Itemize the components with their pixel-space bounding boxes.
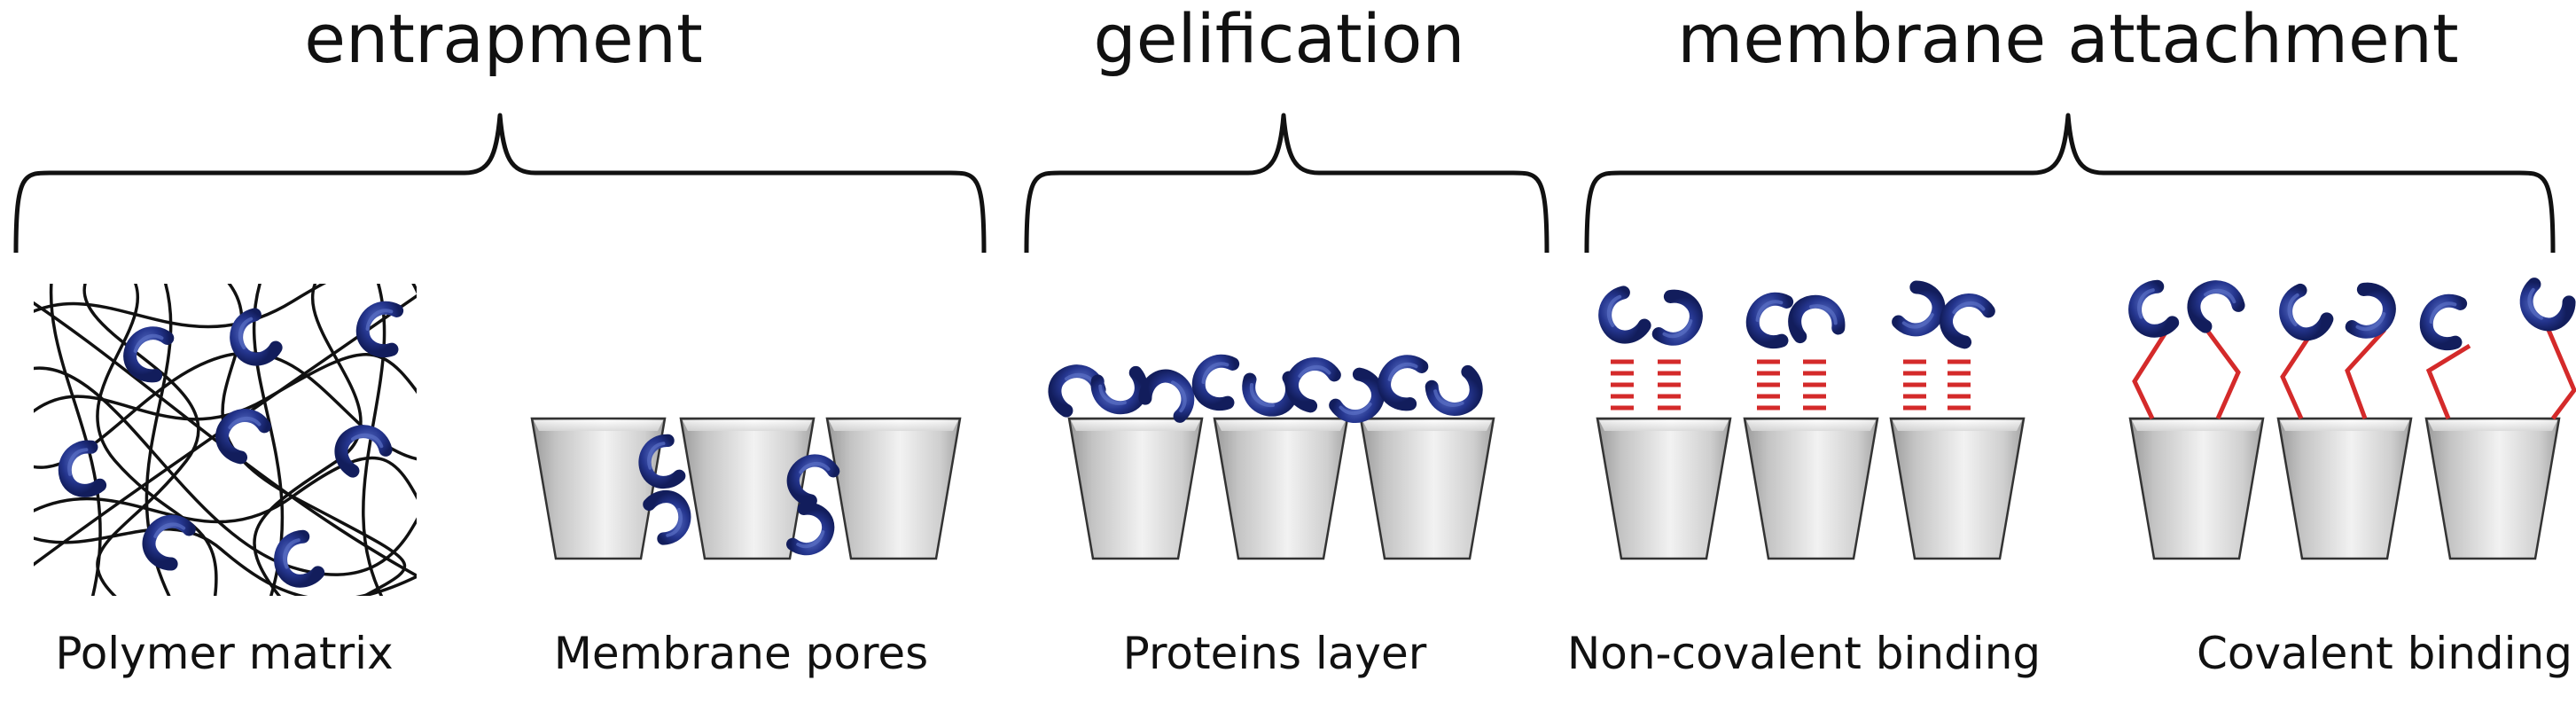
covalent-linker	[2132, 328, 2170, 420]
membrane-block	[1359, 417, 1495, 560]
covalent-linker	[2543, 323, 2576, 420]
polymer-fiber	[96, 284, 218, 596]
non-covalent-linker	[1948, 359, 1971, 411]
protein	[230, 308, 283, 366]
protein	[1090, 365, 1148, 415]
protein	[1378, 355, 1429, 411]
protein	[1788, 294, 1846, 344]
membrane-block	[2276, 417, 2413, 560]
membrane-block	[679, 417, 816, 560]
polymer-fiber	[34, 301, 417, 578]
protein	[1285, 356, 1341, 413]
protein	[2419, 293, 2468, 350]
protein	[142, 514, 196, 571]
polymer-fiber	[34, 528, 417, 596]
polymer-fiber	[49, 284, 102, 596]
membrane-block	[2128, 417, 2265, 560]
protein	[1329, 367, 1385, 424]
brace-entrapment	[13, 113, 987, 254]
protein	[2519, 278, 2576, 332]
protein	[1892, 280, 1946, 337]
protein	[786, 502, 835, 556]
protein	[2279, 283, 2334, 341]
covalent-linker	[2425, 343, 2471, 419]
caption-proteins-layer: Proteins layer	[1122, 628, 1427, 679]
membrane-block	[2424, 417, 2561, 560]
protein	[215, 408, 271, 465]
non-covalent-linker	[1757, 359, 1780, 411]
polymer-fiber	[34, 366, 417, 576]
caption-membrane-pores: Membrane pores	[553, 628, 929, 679]
caption-polymer-matrix: Polymer matrix	[55, 628, 394, 679]
non-covalent-linker	[1803, 359, 1826, 411]
protein	[786, 454, 840, 507]
membrane-blocks	[530, 417, 2561, 560]
protein	[1598, 286, 1651, 344]
heading-gelification: gelification	[1093, 0, 1465, 78]
polymer-fiber	[34, 284, 417, 329]
protein	[2187, 280, 2245, 333]
protein	[1191, 354, 1240, 411]
linkers	[1611, 323, 2576, 420]
covalent-linker	[2203, 326, 2241, 420]
non-covalent-linker	[1611, 359, 1634, 411]
heading-entrapment: entrapment	[304, 0, 703, 78]
brace-gelification	[1024, 113, 1550, 254]
polymer-fiber	[34, 456, 417, 524]
membrane-block	[530, 417, 667, 560]
polymer-fiber	[82, 284, 200, 596]
group-braces	[13, 113, 2556, 254]
heading-membrane-attachment: membrane attachment	[1677, 0, 2459, 78]
protein	[643, 489, 691, 545]
non-covalent-linker	[1658, 359, 1681, 411]
protein	[1651, 289, 1703, 346]
non-covalent-linker	[1903, 359, 1926, 411]
protein	[355, 301, 404, 357]
covalent-linker	[2345, 328, 2386, 419]
protein	[2345, 282, 2396, 339]
protein	[1138, 369, 1195, 423]
membrane-block	[825, 417, 962, 560]
protein	[334, 425, 393, 478]
protein	[2128, 279, 2180, 338]
caption-non-covalent-binding: Non-covalent binding	[1566, 628, 2041, 679]
protein	[274, 529, 325, 588]
membrane-block	[1596, 417, 1732, 560]
protein	[638, 434, 686, 489]
protein	[58, 440, 107, 497]
proteins	[58, 278, 2576, 588]
caption-covalent-binding: Covalent binding	[2197, 628, 2572, 679]
membrane-block	[1889, 417, 2026, 560]
protein	[1745, 292, 1794, 348]
protein	[1940, 293, 1995, 349]
protein	[123, 326, 175, 383]
covalent-linker	[2280, 328, 2316, 420]
membrane-block	[1743, 417, 1879, 560]
membrane-block	[1067, 417, 1204, 560]
membrane-block	[1213, 417, 1349, 560]
brace-membrane-attachment	[1584, 113, 2556, 254]
protein	[1425, 364, 1483, 416]
polymer-fiber	[34, 353, 417, 421]
